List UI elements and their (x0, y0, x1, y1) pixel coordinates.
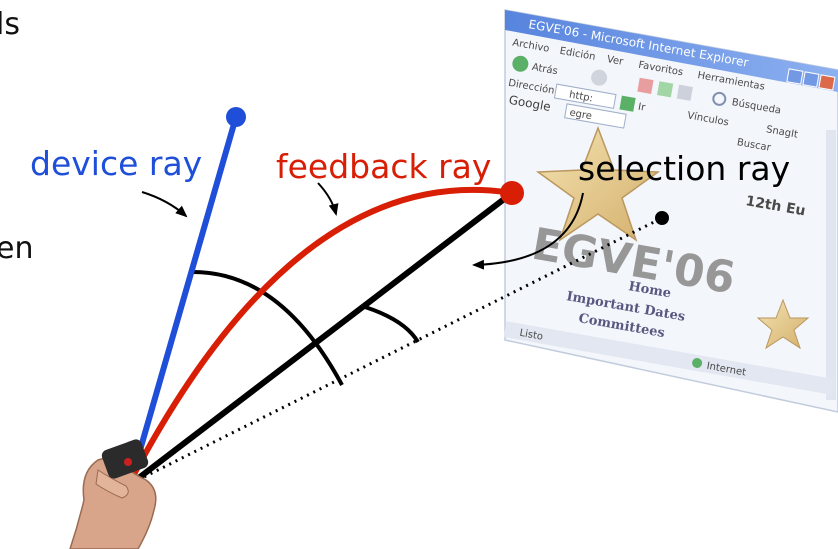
forward-arrow-icon[interactable] (590, 68, 609, 87)
stop-icon[interactable] (637, 77, 654, 94)
selection-ray-label-arrow (472, 192, 584, 270)
menu-ver[interactable]: Ver (606, 54, 625, 68)
hand-holding-device (69, 439, 157, 549)
device-ray-line (129, 116, 239, 479)
feedback-ray-label: feedback ray (276, 147, 491, 186)
back-arrow-icon[interactable] (511, 55, 530, 74)
address-value: http: (568, 90, 593, 105)
page-nav-home[interactable]: Home (627, 279, 672, 301)
hand-skin (69, 455, 157, 549)
device-ray-label: device ray (30, 144, 202, 183)
device-button-icon (124, 458, 132, 466)
google-search-value: egre (569, 108, 593, 123)
maximize-button[interactable] (802, 71, 820, 88)
close-button[interactable] (818, 74, 836, 91)
google-search-input[interactable] (564, 103, 627, 129)
internet-globe-icon (692, 357, 703, 368)
page-small-star-graphic (756, 298, 810, 350)
feedback-ray-endpoint (500, 181, 524, 205)
selection-ray-label: selection ray (578, 149, 790, 188)
selection-ray-target-point (655, 211, 669, 225)
selection-ray-line (134, 190, 514, 483)
go-button-label[interactable]: Ir (637, 102, 647, 114)
large-angle-arc (189, 269, 344, 386)
browser-status-bar: Listo Internet (503, 321, 835, 395)
small-angle-arc (364, 305, 420, 344)
thumb (95, 469, 129, 499)
tracked-device (101, 439, 149, 479)
device-ray-endpoint (226, 107, 246, 127)
browser-title-bar (505, 10, 838, 92)
search-magnifier-icon[interactable] (712, 91, 727, 106)
minimize-button[interactable] (786, 68, 804, 85)
back-button-label[interactable]: Atrás (531, 61, 559, 77)
feedback-ray-label-arrow (317, 182, 339, 216)
feedback-ray-curve (129, 186, 513, 480)
left-fragment-top: ls (0, 7, 20, 42)
address-field[interactable] (553, 83, 617, 109)
device-ray-label-arrow (141, 191, 188, 218)
refresh-icon[interactable] (657, 81, 674, 98)
google-toolbar: Google egre Buscar (508, 93, 773, 154)
left-fragment-middle: en (0, 231, 33, 266)
page-star-graphic (535, 125, 661, 242)
vertical-scrollbar[interactable] (826, 130, 836, 400)
snagit-label[interactable]: SnagIt (765, 124, 799, 140)
go-arrow-icon[interactable] (619, 95, 636, 112)
status-left: Listo (519, 328, 544, 343)
home-icon[interactable] (676, 84, 693, 101)
projected-browser-window: EGVE'06 - Microsoft Internet Explorer Ar… (503, 9, 838, 413)
